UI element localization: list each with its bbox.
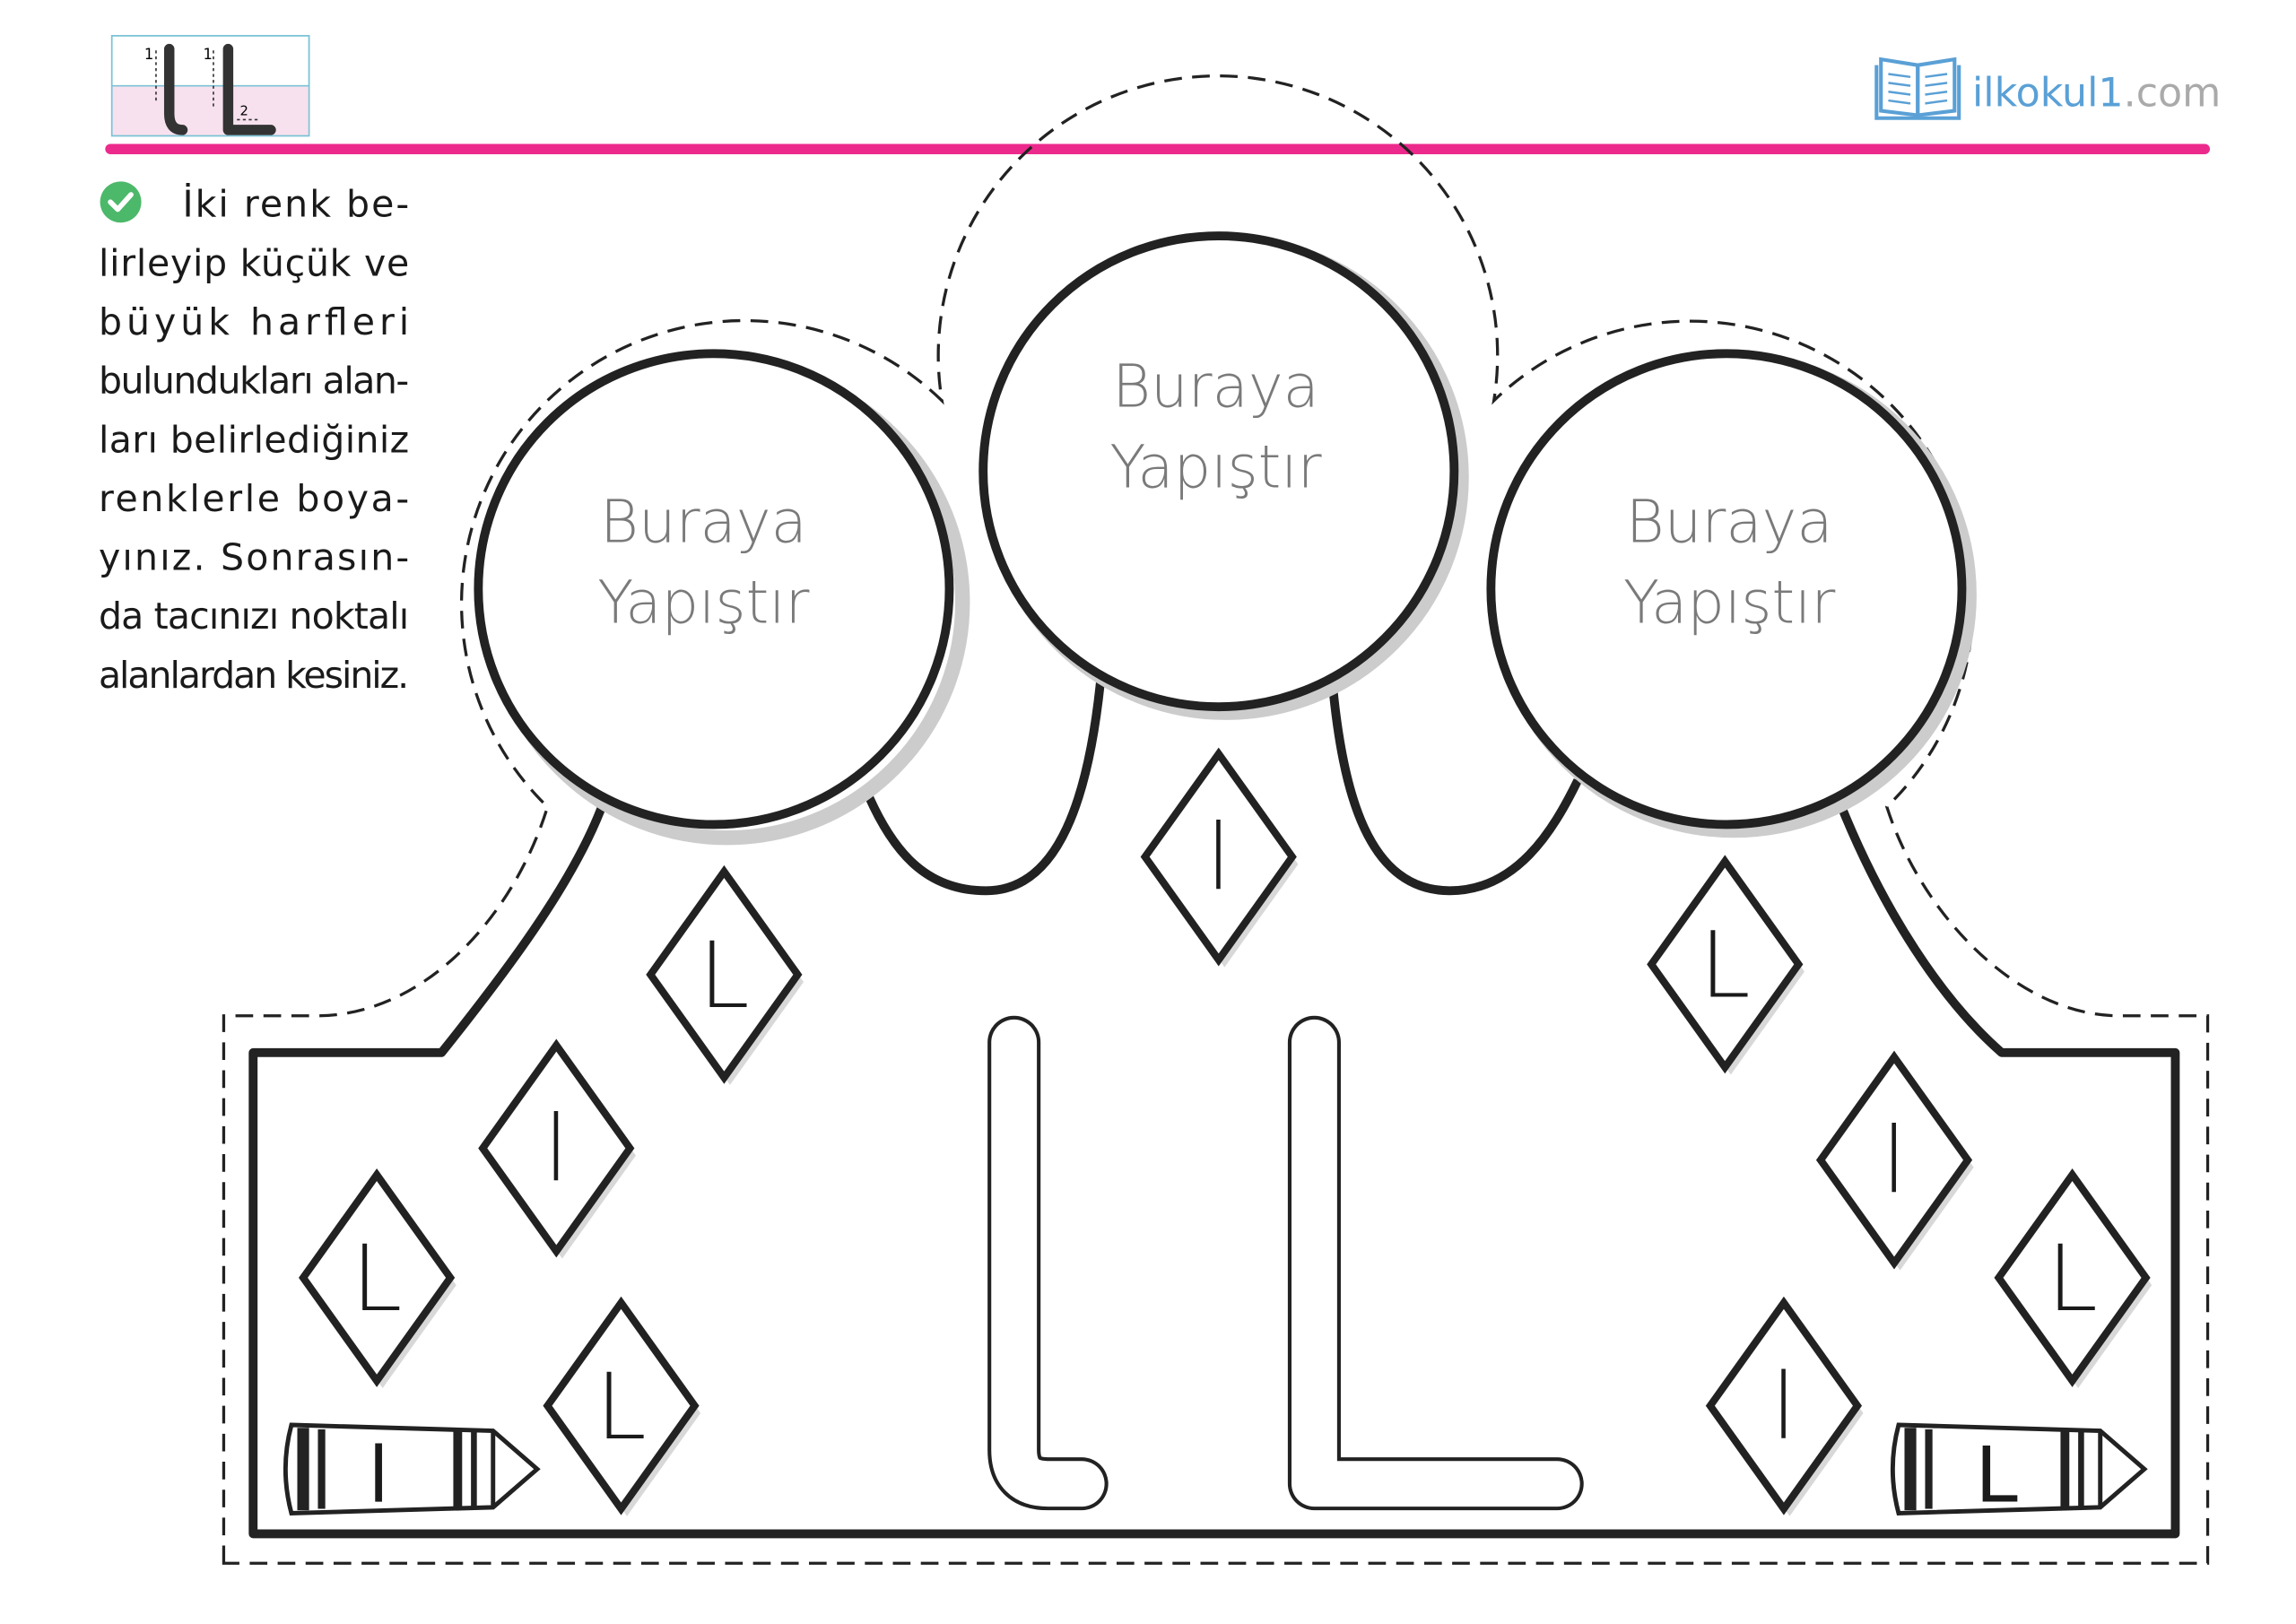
instruction-line: da tacınızı noktalı	[99, 595, 409, 638]
book-icon	[1874, 56, 1961, 120]
diamond-letter: L	[596, 1354, 647, 1460]
stroke-number: 1	[203, 46, 212, 63]
diamond-letter: l	[544, 1097, 569, 1203]
brand-name: ilkokul1.com	[1972, 71, 2221, 117]
letter-diamond[interactable]: L	[1994, 1168, 2152, 1388]
crayon-letter: L	[1975, 1431, 2018, 1520]
letter-diamond[interactable]: L	[543, 1296, 701, 1516]
instruction-line: yınız. Sonrasın-	[99, 536, 409, 579]
big-letter-uppercase: L	[1287, 1015, 1584, 1511]
instruction-line: İki renk be-	[182, 183, 409, 226]
instruction-line: ları belirlediğiniz	[99, 418, 409, 461]
paste-label: Buraya	[1112, 352, 1319, 421]
instruction-line: lirleyip küçük ve	[99, 241, 409, 284]
stroke-number: 1	[144, 46, 153, 63]
letter-diamond[interactable]: l	[1705, 1296, 1864, 1516]
crown-outline	[248, 676, 2180, 1539]
paste-label: Buraya	[600, 488, 807, 556]
diamond-letter: L	[699, 923, 750, 1029]
paste-label: Buraya	[1626, 488, 1833, 556]
paste-label: Yapıştır	[1109, 434, 1321, 502]
paste-circle[interactable]: Buraya Yapıştır	[474, 349, 970, 846]
instruction-line: bulundukları alan-	[99, 360, 409, 403]
letter-diamond[interactable]: l	[478, 1038, 636, 1259]
brand-logo[interactable]: ilkokul1.com	[1874, 56, 2221, 120]
diamond-letter: l	[1882, 1108, 1907, 1214]
big-letter-lowercase: l	[987, 1015, 1109, 1511]
letter-diamond[interactable]: L	[1647, 855, 1805, 1075]
letter-diamond[interactable]: l	[1140, 747, 1299, 968]
crayon-letter: l	[368, 1431, 389, 1520]
diamond-letter: L	[1700, 912, 1751, 1018]
paste-circle[interactable]: Buraya Yapıştır	[1486, 349, 1977, 838]
diamond-letter: L	[352, 1226, 403, 1332]
letter-diamond[interactable]: l	[1815, 1050, 1974, 1271]
instruction-line: büyük harfleri	[99, 300, 409, 343]
paste-label: Yapıştır	[1623, 569, 1835, 638]
letter-card: 1 1 2	[110, 35, 310, 137]
diamond-letter: l	[1771, 1354, 1796, 1460]
paste-circle[interactable]: Buraya Yapıştır	[978, 231, 1469, 720]
crayon-icon: l	[283, 1422, 541, 1520]
letter-diamond[interactable]: L	[299, 1168, 457, 1388]
paste-label: Yapıştır	[597, 569, 809, 638]
diamond-letter: L	[2047, 1226, 2098, 1332]
instructions: İki renk be- lirleyip küçük ve büyük har…	[99, 181, 409, 697]
check-circle-icon	[100, 181, 142, 223]
stroke-number: 2	[239, 103, 248, 118]
diamond-letter: l	[1206, 805, 1231, 911]
instruction-line: renklerle boya-	[99, 477, 409, 520]
instruction-line: alanlardan kesiniz.	[99, 654, 409, 697]
crayon-icon: L	[1890, 1422, 2148, 1520]
letter-diamond[interactable]: L	[646, 864, 804, 1085]
